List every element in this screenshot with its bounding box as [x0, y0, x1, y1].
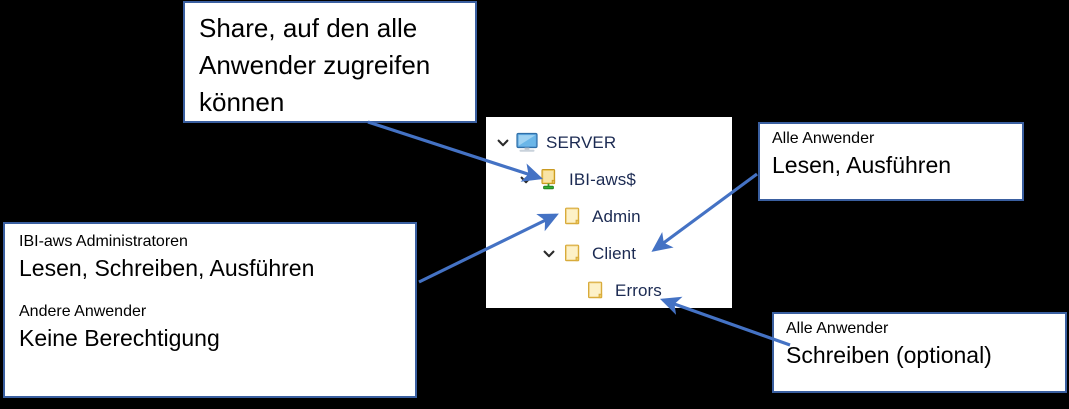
share-callout-line-1: Share, auf den alle — [199, 13, 418, 43]
monitor-icon — [514, 130, 540, 156]
tree-item-ibi-aws[interactable]: IBI-aws$ — [486, 161, 732, 198]
chevron-down-icon[interactable] — [515, 169, 537, 191]
all-users-write-rights: Schreiben (optional) — [786, 341, 992, 368]
share-callout: Share, auf den alle Anwender zugreifen k… — [183, 1, 477, 123]
all-users-read-callout: Alle Anwender Lesen, Ausführen — [758, 122, 1024, 201]
tree-item-label: IBI-aws$ — [569, 169, 636, 189]
share-callout-line-3: können — [199, 87, 285, 118]
admins-callout: IBI-aws Administratoren Lesen, Schreiben… — [3, 222, 417, 398]
folder-tree-panel: SERVER IBI-aws$ — [486, 117, 732, 308]
other-users-rights: Keine Berechtigung — [19, 324, 220, 351]
share-callout-line-2: Anwender zugreifen — [199, 50, 431, 81]
tree-item-label: SERVER — [546, 132, 617, 152]
all-users-write-callout: Alle Anwender Schreiben (optional) — [772, 312, 1067, 393]
tree-item-label: Admin — [592, 206, 641, 226]
all-users-read-rights: Lesen, Ausführen — [772, 151, 952, 178]
chevron-down-icon[interactable] — [538, 243, 560, 265]
callout-spacer — [19, 283, 405, 302]
chevron-down-icon[interactable] — [492, 132, 514, 154]
tree-item-label: Client — [592, 243, 637, 263]
folder-icon — [560, 241, 586, 267]
folder-icon — [583, 278, 609, 304]
all-users-write-title: Alle Anwender — [786, 320, 889, 337]
shared-folder-icon — [537, 167, 563, 193]
tree-item-errors[interactable]: Errors — [486, 272, 732, 309]
admins-group-title: IBI-aws Administratoren — [19, 233, 188, 250]
all-users-read-title: Alle Anwender — [772, 130, 875, 147]
tree-item-server[interactable]: SERVER — [486, 124, 732, 161]
tree-item-client[interactable]: Client — [486, 235, 732, 272]
folder-icon — [560, 204, 586, 230]
tree-item-admin[interactable]: Admin — [486, 198, 732, 235]
other-users-title: Andere Anwender — [19, 303, 147, 321]
admins-group-rights: Lesen, Schreiben, Ausführen — [19, 254, 315, 281]
tree-item-label: Errors — [615, 280, 662, 300]
